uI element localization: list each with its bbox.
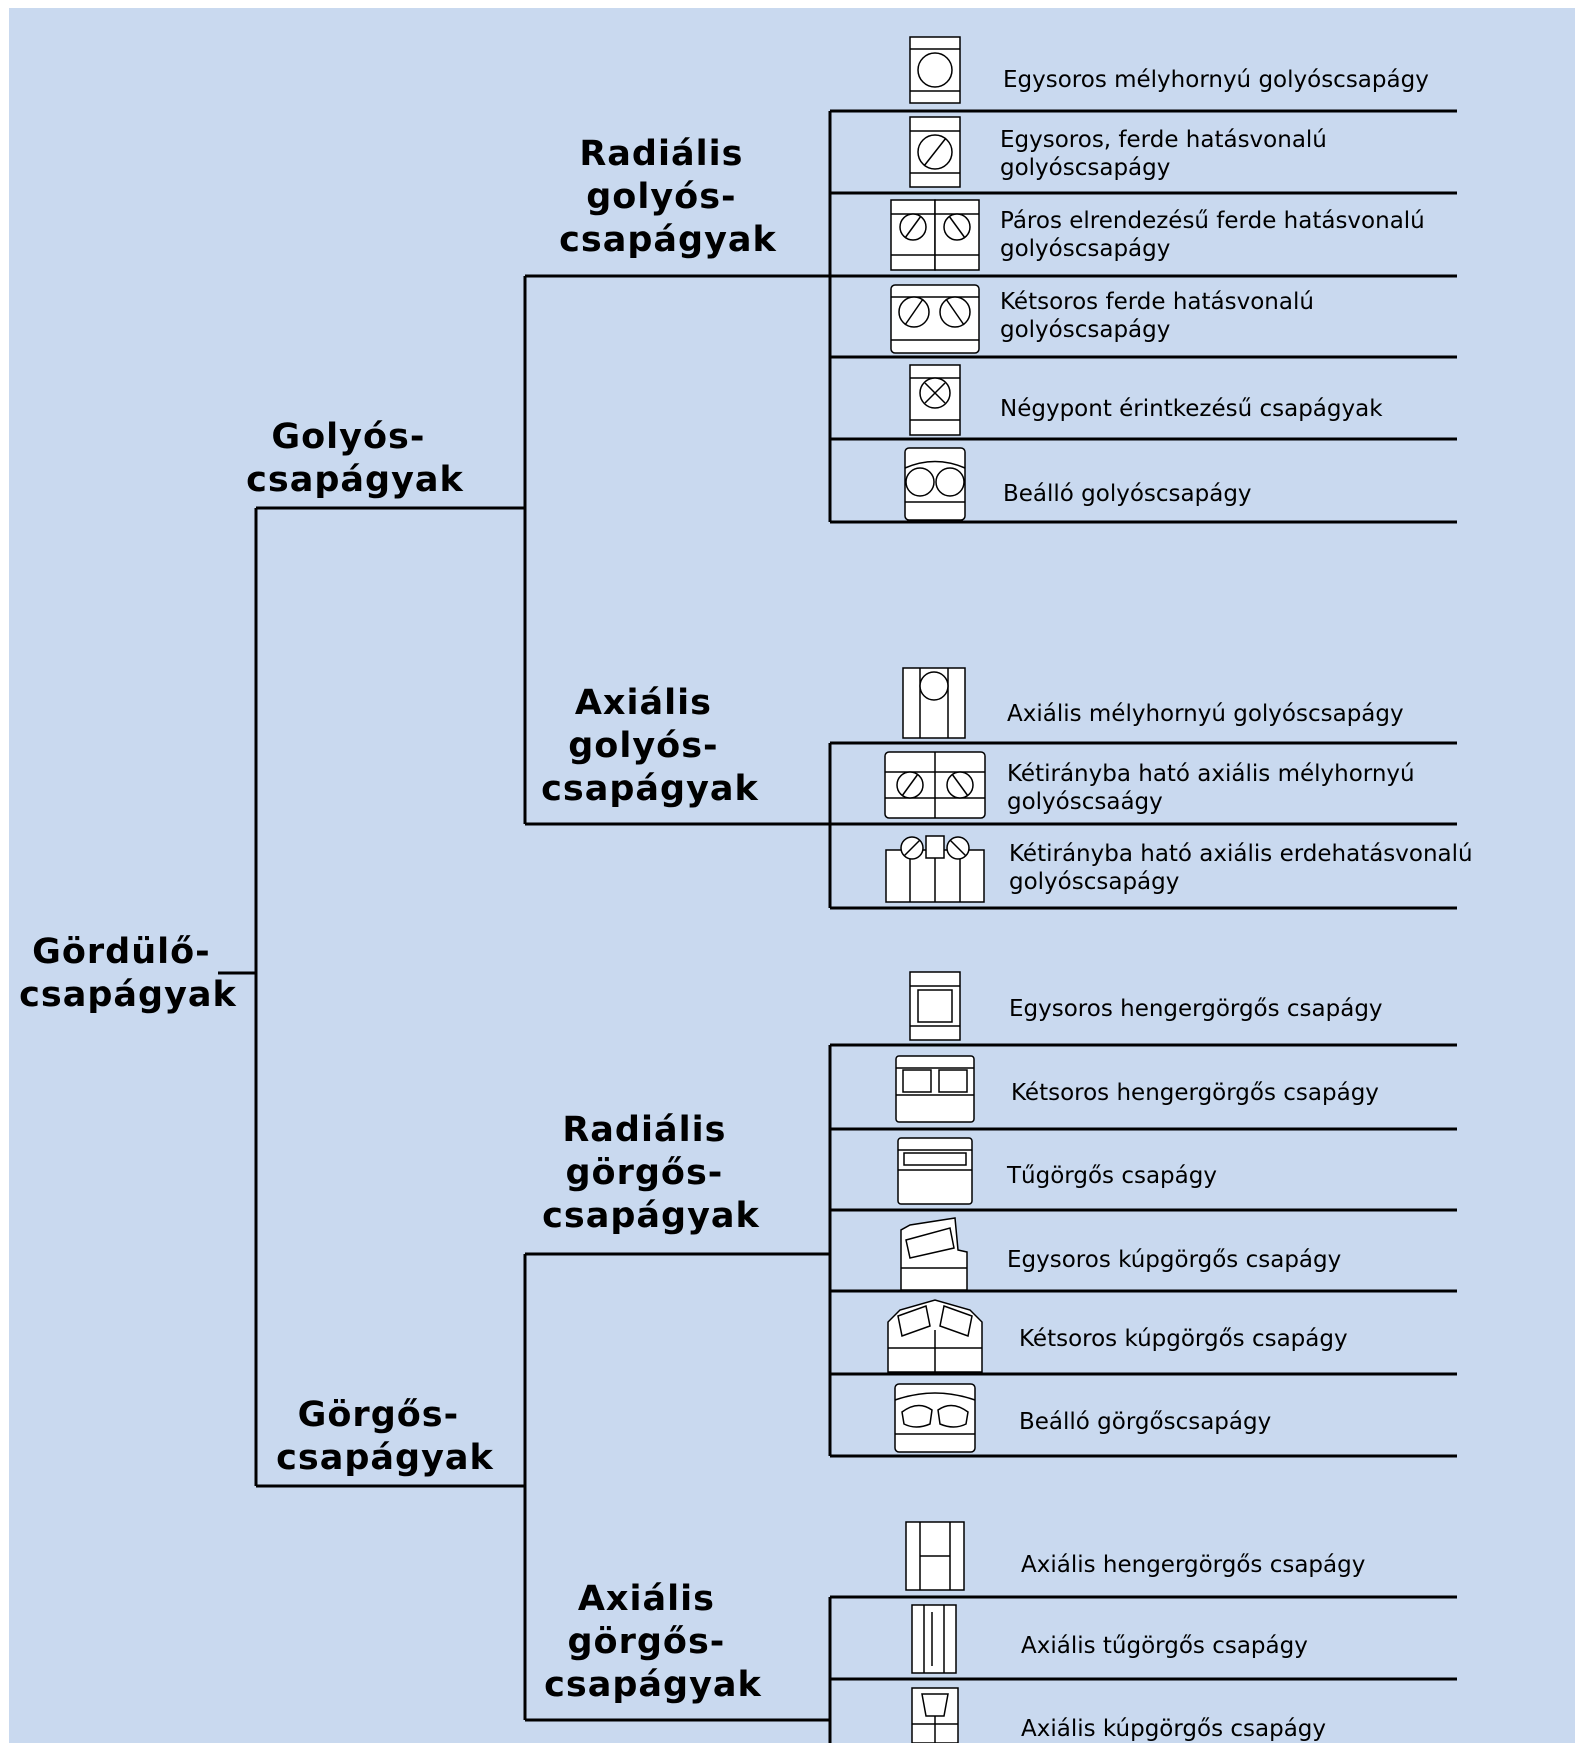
paired-angular-contact-ball-bearing-icon bbox=[890, 199, 980, 271]
double-row-cylindrical-roller-bearing-icon bbox=[895, 1055, 975, 1123]
angular-contact-ball-bearing-icon bbox=[909, 116, 961, 188]
leaf-item: Tűgörgős csapágy bbox=[897, 1137, 1217, 1205]
needle-roller-bearing-icon bbox=[897, 1137, 973, 1205]
leaf-label: Axiális tűgörgős csapágy bbox=[1021, 1633, 1308, 1659]
leaf-item: Kétsoros hengergörgős csapágy bbox=[895, 1055, 1379, 1123]
leaf-item: Egysoros, ferde hatásvonalú golyóscsapág… bbox=[909, 116, 1334, 188]
leaf-item: Egysoros hengergörgős csapágy bbox=[909, 971, 1383, 1041]
leaf-item: Axiális kúpgörgős csapágy bbox=[911, 1687, 1326, 1743]
tree-connectors bbox=[218, 109, 1457, 1743]
leaf-label: Beálló golyóscsapágy bbox=[1003, 481, 1252, 507]
leaf-item: Egysoros kúpgörgős csapágy bbox=[900, 1217, 1341, 1291]
radial-roller-bearings-label: Radiális görgős- csapágyak bbox=[542, 1110, 760, 1236]
double-row-tapered-roller-bearing-icon bbox=[887, 1299, 983, 1373]
leaf-item: Négypont érintkezésű csapágyak bbox=[909, 364, 1383, 436]
thrust-tapered-roller-bearing-icon bbox=[911, 1687, 959, 1743]
four-point-contact-bearing-icon bbox=[909, 364, 961, 436]
leaf-item: Kétsoros kúpgörgős csapágy bbox=[887, 1299, 1348, 1373]
double-direction-angular-thrust-ball-bearing-icon bbox=[885, 835, 985, 903]
leaf-item: Kétirányba ható axiális erdehatásvonalú … bbox=[885, 835, 1480, 903]
leaf-label: Egysoros kúpgörgős csapágy bbox=[1007, 1247, 1341, 1273]
leaf-item: Axiális tűgörgős csapágy bbox=[911, 1604, 1308, 1674]
leaf-label: Négypont érintkezésű csapágyak bbox=[1000, 396, 1383, 422]
tapered-roller-bearing-icon bbox=[900, 1217, 968, 1291]
root-label: Gördülő- csapágyak bbox=[19, 932, 237, 1015]
double-direction-thrust-ball-bearing-icon bbox=[884, 751, 986, 819]
radial-ball-bearings-label: Radiális golyós- csapágyak bbox=[559, 134, 777, 260]
leaf-label: Beálló görgőscsapágy bbox=[1019, 1409, 1271, 1435]
deep-groove-ball-bearing-icon bbox=[909, 36, 961, 104]
cylindrical-roller-bearing-icon bbox=[909, 971, 961, 1041]
leaf-item: Egysoros mélyhornyú golyóscsapágy bbox=[909, 36, 1429, 104]
leaf-item: Axiális mélyhornyú golyóscsapágy bbox=[902, 667, 1404, 739]
ball-bearings-label: Golyós- csapágyak bbox=[246, 417, 464, 500]
leaf-label: Tűgörgős csapágy bbox=[1006, 1163, 1217, 1189]
leaf-label: Egysoros mélyhornyú golyóscsapágy bbox=[1003, 67, 1429, 93]
thrust-ball-bearing-icon bbox=[902, 667, 966, 739]
leaf-label: Axiális mélyhornyú golyóscsapágy bbox=[1007, 701, 1404, 727]
axial-roller-bearings-label: Axiális görgős- csapágyak bbox=[544, 1579, 762, 1705]
leaf-item: Kétsoros ferde hatásvonalú golyóscsapágy bbox=[890, 284, 1321, 354]
leaf-item: Beálló golyóscsapágy bbox=[904, 447, 1252, 521]
leaf-label: Kétsoros ferde hatásvonalú golyóscsapágy bbox=[1000, 289, 1321, 343]
leaf-label: Páros elrendezésű ferde hatásvonalú goly… bbox=[1000, 208, 1432, 262]
background-panel bbox=[9, 8, 1575, 1743]
leaf-item: Axiális hengergörgős csapágy bbox=[905, 1521, 1365, 1591]
leaf-item: Kétirányba ható axiális mélyhornyú golyó… bbox=[884, 751, 1422, 819]
leaf-label: Kétsoros kúpgörgős csapágy bbox=[1019, 1326, 1348, 1352]
spherical-roller-bearing-icon bbox=[894, 1383, 976, 1453]
leaf-label: Axiális kúpgörgős csapágy bbox=[1021, 1716, 1326, 1742]
axial-ball-bearings-label: Axiális golyós- csapágyak bbox=[541, 683, 759, 809]
self-aligning-ball-bearing-icon bbox=[904, 447, 966, 521]
leaf-label: Kétirányba ható axiális erdehatásvonalú … bbox=[1009, 841, 1480, 895]
leaf-item: Beálló görgőscsapágy bbox=[894, 1383, 1271, 1453]
leaf-label: Egysoros hengergörgős csapágy bbox=[1009, 996, 1383, 1022]
leaf-label: Axiális hengergörgős csapágy bbox=[1021, 1552, 1365, 1578]
thrust-cylindrical-roller-bearing-icon bbox=[905, 1521, 965, 1591]
leaf-label: Egysoros, ferde hatásvonalú golyóscsapág… bbox=[1000, 127, 1334, 181]
double-row-angular-contact-ball-bearing-icon bbox=[890, 284, 980, 354]
thrust-needle-roller-bearing-icon bbox=[911, 1604, 957, 1674]
leaf-label: Kétirányba ható axiális mélyhornyú golyó… bbox=[1007, 761, 1422, 815]
roller-bearings-label: Görgős- csapágyak bbox=[276, 1395, 494, 1478]
leaf-item: Páros elrendezésű ferde hatásvonalú goly… bbox=[890, 199, 1432, 271]
leaf-label: Kétsoros hengergörgős csapágy bbox=[1011, 1080, 1379, 1106]
